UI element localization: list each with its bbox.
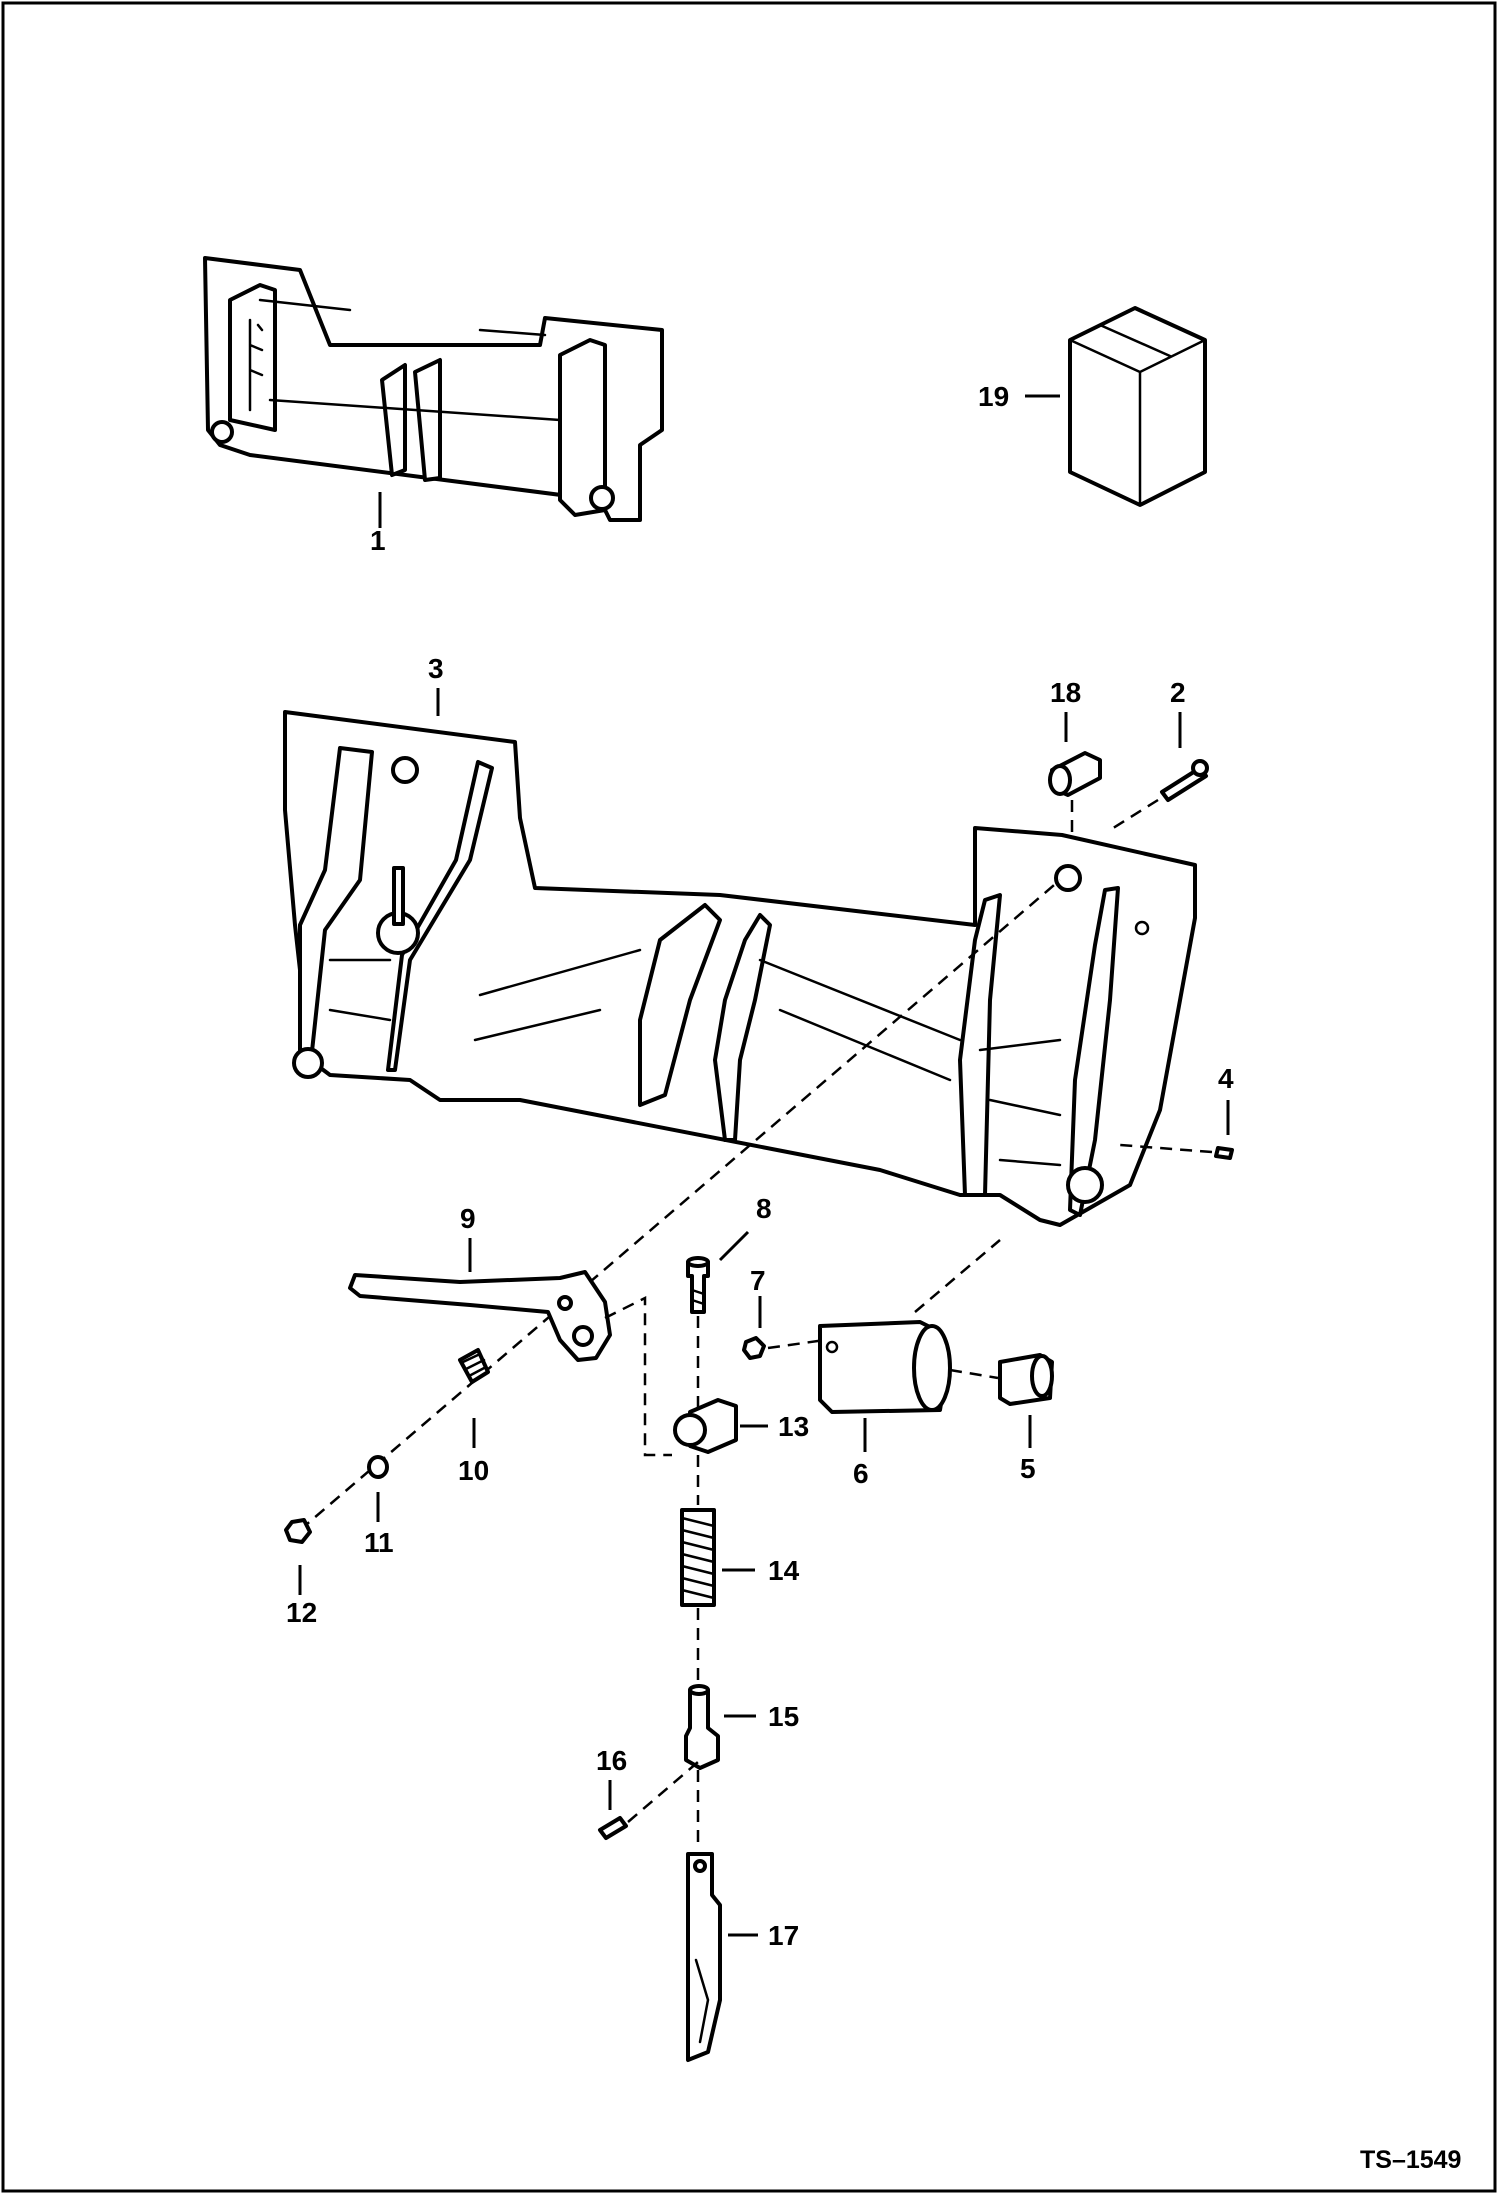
part-10-spring: 10	[458, 1348, 490, 1486]
callout-3: 3	[428, 653, 444, 684]
part-3-bobtach-frame: 3	[283, 653, 1197, 1227]
callout-4: 4	[1218, 1063, 1234, 1094]
callout-14: 14	[768, 1555, 800, 1586]
callout-1: 1	[370, 525, 386, 556]
callout-15: 15	[768, 1701, 799, 1732]
callout-10: 10	[458, 1455, 489, 1486]
callout-12: 12	[286, 1597, 317, 1628]
part-11-washer: 11	[364, 1455, 394, 1558]
part-16-pin: 16	[596, 1745, 699, 1840]
callout-8: 8	[756, 1193, 772, 1224]
callout-11: 11	[364, 1527, 394, 1558]
assembly-line-9-13	[604, 1295, 672, 1457]
callout-13: 13	[778, 1411, 809, 1442]
part-19-box: 19	[978, 306, 1207, 507]
part-4-pin: 4	[1119, 1063, 1234, 1160]
callout-19: 19	[978, 381, 1009, 412]
part-14-spring: 14	[680, 1508, 800, 1680]
drawing-id: TS–1549	[1360, 2146, 1461, 2174]
part-12-nut: 12	[284, 1518, 317, 1628]
callout-9: 9	[460, 1203, 476, 1234]
callout-5: 5	[1020, 1453, 1036, 1484]
part-13-latch-block: 13	[673, 1398, 809, 1505]
callout-7: 7	[750, 1265, 766, 1296]
part-5-bushing: 5	[998, 1353, 1054, 1484]
part-17-wedge: 17	[686, 1852, 799, 2062]
callout-18: 18	[1050, 677, 1081, 708]
callout-16: 16	[596, 1745, 627, 1776]
part-6-pivot-tube: 6	[818, 1239, 1001, 1489]
part-9-lever: 9	[348, 1203, 612, 1362]
callout-17: 17	[768, 1920, 799, 1951]
part-18-bushing: 18	[1048, 677, 1102, 840]
part-15-clevis: 15	[684, 1684, 799, 1850]
part-2-bolt: 2	[1109, 677, 1209, 832]
part-8-bolt: 8	[686, 1193, 772, 1420]
part-1-bobtach-assembly: 1	[203, 256, 664, 556]
assembly-line-main	[299, 879, 1061, 1531]
callout-2: 2	[1170, 677, 1186, 708]
callout-6: 6	[853, 1458, 869, 1489]
part-7-nut: 7	[742, 1265, 826, 1360]
